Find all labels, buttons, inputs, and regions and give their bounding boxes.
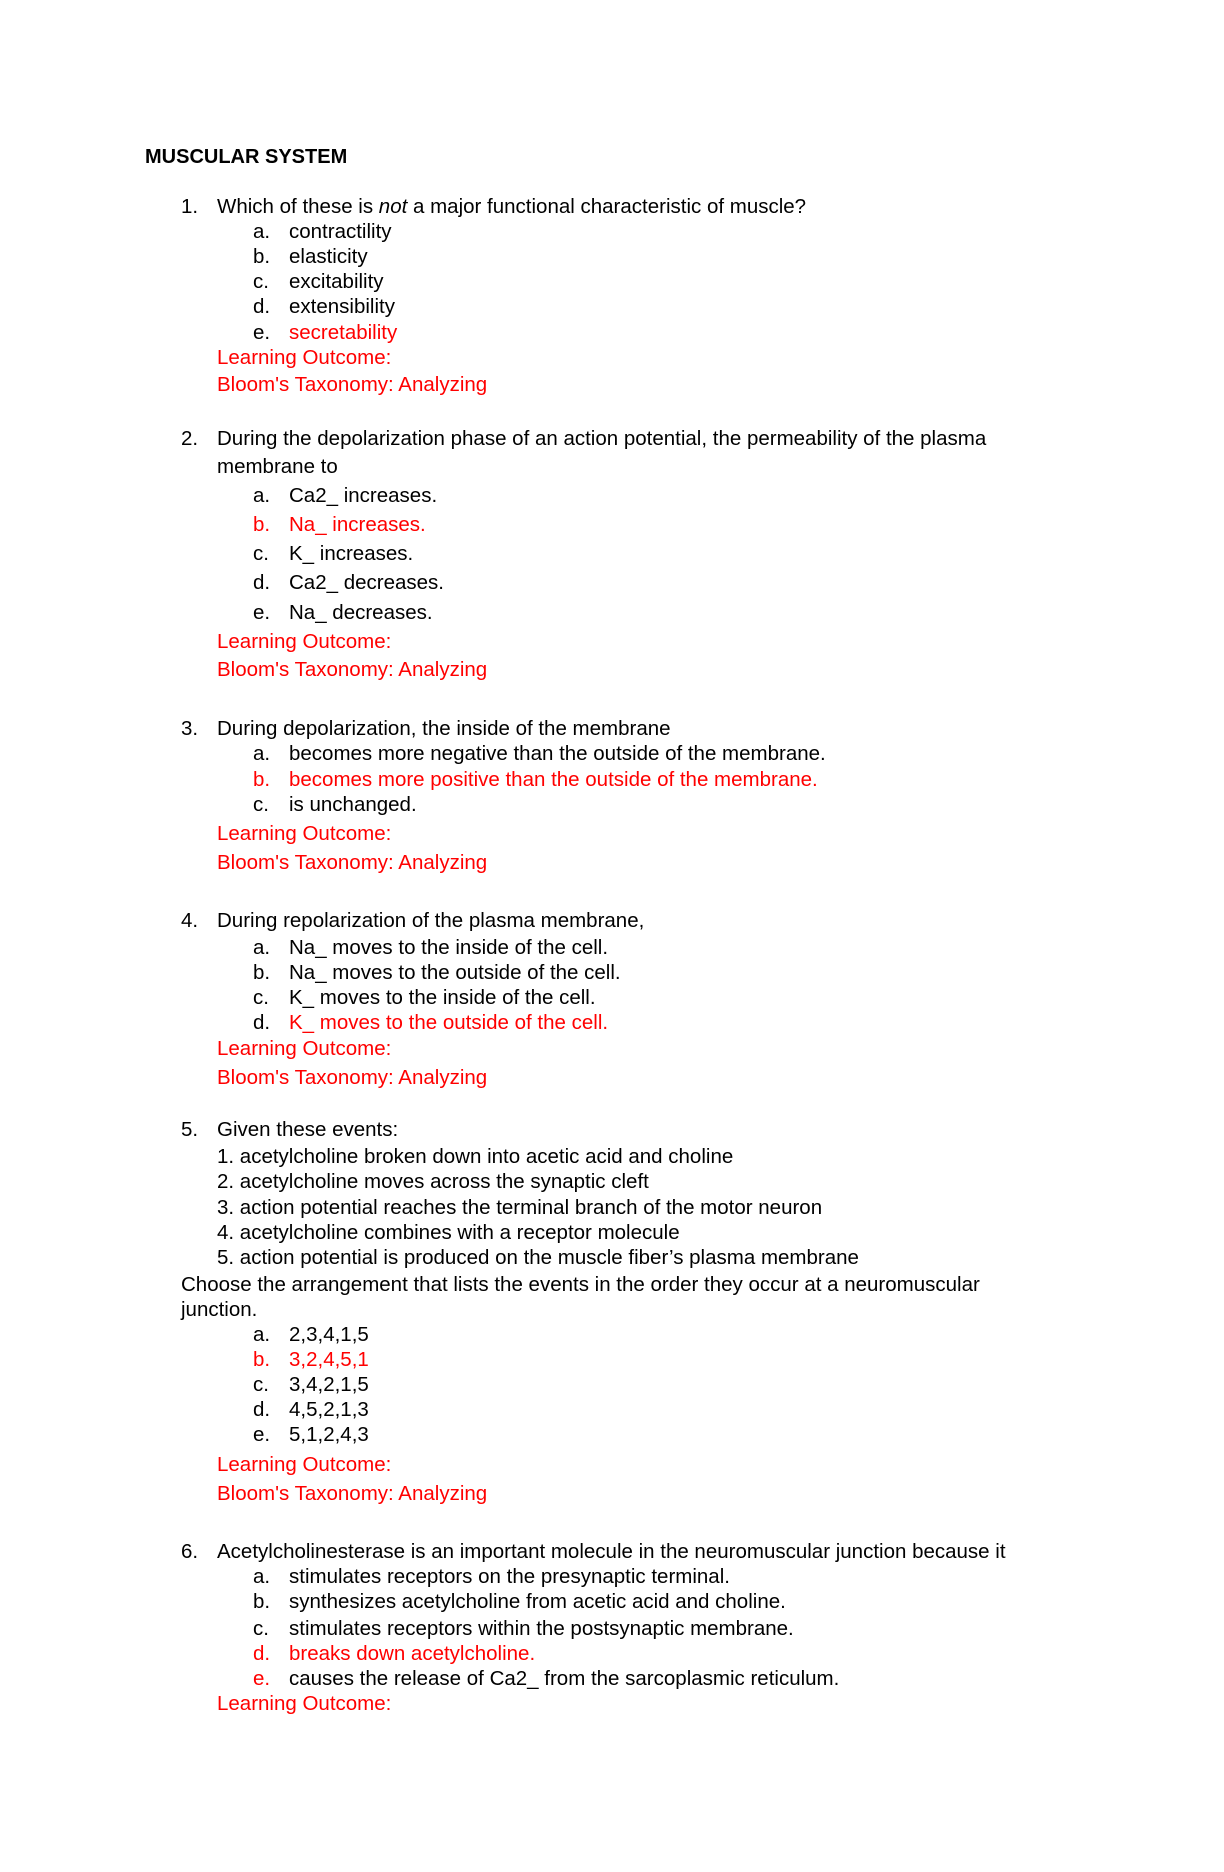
- page-title: MUSCULAR SYSTEM: [145, 146, 348, 168]
- learning-outcome: Learning Outcome:: [217, 1453, 392, 1476]
- option: a.2,3,4,1,5: [253, 1323, 369, 1346]
- blooms-taxonomy: Bloom's Taxonomy: Analyzing: [217, 1482, 488, 1505]
- option: c.3,4,2,1,5: [253, 1373, 369, 1396]
- event-item: 2. acetylcholine moves across the synapt…: [217, 1170, 649, 1193]
- option: a.becomes more negative than the outside…: [253, 742, 826, 765]
- option: c.stimulates receptors within the postsy…: [253, 1617, 794, 1640]
- blooms-taxonomy: Bloom's Taxonomy: Analyzing: [217, 658, 488, 681]
- event-item: 4. acetylcholine combines with a recepto…: [217, 1221, 680, 1244]
- learning-outcome: Learning Outcome:: [217, 1692, 392, 1715]
- option-correct: b.becomes more positive than the outside…: [253, 768, 818, 791]
- event-item: 1. acetylcholine broken down into acetic…: [217, 1145, 734, 1168]
- option: a.Ca2_ increases.: [253, 484, 438, 507]
- learning-outcome: Learning Outcome:: [217, 346, 392, 369]
- option: a.Na_ moves to the inside of the cell.: [253, 936, 609, 959]
- question-1-stem: 1.Which of these is not a major function…: [181, 195, 807, 218]
- option-correct: d.K_ moves to the outside of the cell.: [253, 1011, 609, 1034]
- question-number: 3.: [181, 717, 199, 740]
- question-6-stem: 6.Acetylcholinesterase is an important m…: [181, 1540, 1006, 1563]
- option: b.elasticity: [253, 245, 368, 268]
- question-number: 4.: [181, 909, 199, 932]
- option: c.K_ moves to the inside of the cell.: [253, 986, 596, 1009]
- option: b.synthesizes acetylcholine from acetic …: [253, 1590, 786, 1613]
- question-2-stem: 2.During the depolarization phase of an …: [181, 427, 987, 450]
- option-correct: b.Na_ increases.: [253, 513, 426, 536]
- option: c.is unchanged.: [253, 793, 417, 816]
- option: e.causes the release of Ca2_ from the sa…: [253, 1667, 840, 1690]
- question-2-stem-continued: membrane to: [217, 455, 338, 478]
- blooms-taxonomy: Bloom's Taxonomy: Analyzing: [217, 1066, 488, 1089]
- option: e.5,1,2,4,3: [253, 1423, 369, 1446]
- question-5-prompt-continued: junction.: [181, 1298, 258, 1321]
- question-5-stem: 5.Given these events:: [181, 1118, 399, 1141]
- emphasis: not: [378, 195, 408, 218]
- question-number: 5.: [181, 1118, 199, 1141]
- event-item: 3. action potential reaches the terminal…: [217, 1196, 823, 1219]
- option: a.stimulates receptors on the presynapti…: [253, 1565, 730, 1588]
- option: d.extensibility: [253, 295, 395, 318]
- learning-outcome: Learning Outcome:: [217, 630, 392, 653]
- question-5-prompt: Choose the arrangement that lists the ev…: [181, 1273, 980, 1296]
- learning-outcome: Learning Outcome:: [217, 1037, 392, 1060]
- event-item: 5. action potential is produced on the m…: [217, 1246, 859, 1269]
- option: b.Na_ moves to the outside of the cell.: [253, 961, 621, 984]
- learning-outcome: Learning Outcome:: [217, 822, 392, 845]
- question-3-stem: 3.During depolarization, the inside of t…: [181, 717, 671, 740]
- question-number: 1.: [181, 195, 199, 218]
- option-correct: e.secretability: [253, 321, 398, 344]
- question-number: 6.: [181, 1540, 199, 1563]
- option: c.K_ increases.: [253, 542, 414, 565]
- question-4-stem: 4.During repolarization of the plasma me…: [181, 909, 645, 932]
- blooms-taxonomy: Bloom's Taxonomy: Analyzing: [217, 373, 488, 396]
- option-correct: b.3,2,4,5,1: [253, 1348, 369, 1371]
- option: a.contractility: [253, 220, 392, 243]
- option: e.Na_ decreases.: [253, 601, 433, 624]
- option: c.excitability: [253, 270, 384, 293]
- option: d.4,5,2,1,3: [253, 1398, 369, 1421]
- option: d.Ca2_ decreases.: [253, 571, 444, 594]
- blooms-taxonomy: Bloom's Taxonomy: Analyzing: [217, 851, 488, 874]
- question-number: 2.: [181, 427, 199, 450]
- option-correct: d.breaks down acetylcholine.: [253, 1642, 536, 1665]
